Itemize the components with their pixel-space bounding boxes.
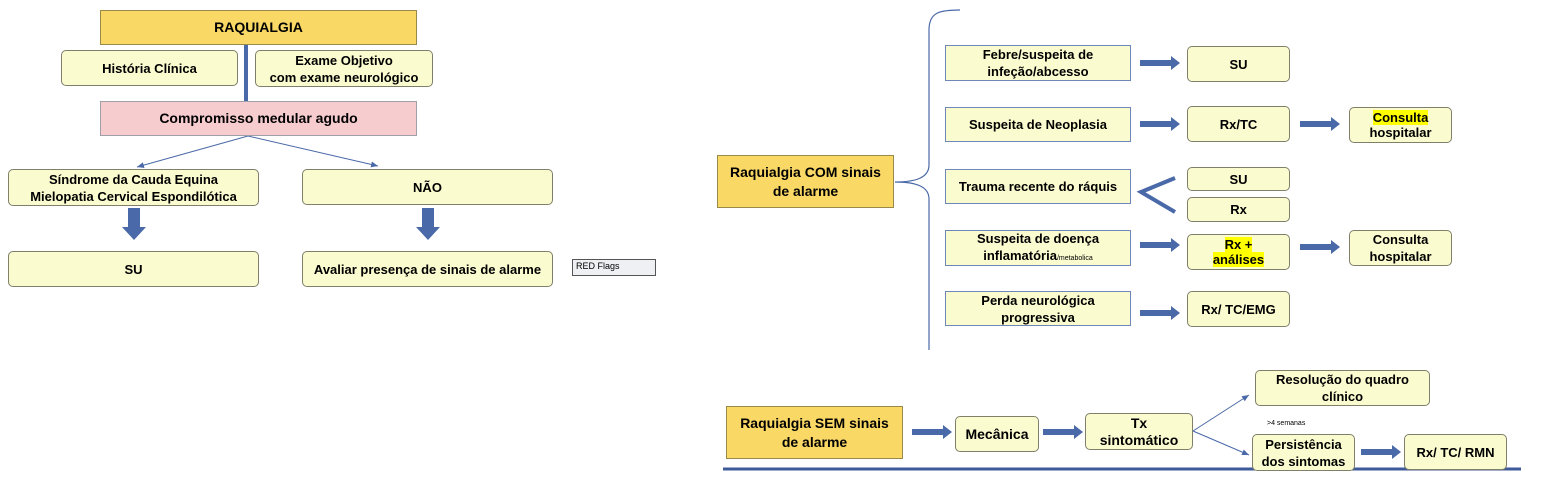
su-label: SU [124, 261, 143, 277]
split-arrow-left [136, 135, 249, 169]
arrow-inflam [1140, 238, 1180, 252]
persist-result-label: Rx/ TC/ RMN [1416, 444, 1495, 460]
arrow-febre [1140, 56, 1180, 70]
febre-line1: Febre/suspeita de [982, 47, 1094, 62]
brace [894, 9, 961, 350]
su-box: SU [8, 251, 259, 287]
sem-title-line2: de alarme [781, 433, 848, 450]
historia-clinica-label: História Clínica [102, 60, 197, 76]
resolucao-box: Resolução do quadro clínico [1255, 370, 1430, 406]
perda-line1: Perda neurológica [981, 292, 1095, 308]
perda-line2: progressiva [1001, 309, 1075, 325]
neoplasia-next-line1: Consulta [1372, 110, 1429, 125]
arrow-tx-resolucao [1192, 394, 1250, 432]
arrow-persist-result [1361, 445, 1401, 459]
nao-box: NÃO [302, 169, 553, 205]
persist-result-box: Rx/ TC/ RMN [1404, 434, 1507, 470]
avaliar-label: Avaliar presença de sinais de alarme [313, 261, 542, 277]
sem-title-line1: Raquialgia SEM sinais [740, 414, 889, 431]
trauma-result1-label: SU [1229, 171, 1248, 187]
trauma-box: Trauma recente do ráquis [945, 169, 1131, 204]
red-flags-tag: RED Flags [572, 259, 656, 276]
compromisso-label: Compromisso medular agudo [159, 110, 358, 126]
inflam-next-line1: Consulta [1372, 232, 1429, 247]
neoplasia-next-line2: hospitalar [1369, 125, 1432, 140]
trauma-label: Trauma recente do ráquis [958, 179, 1118, 194]
exame-objetivo-box: Exame Objetivo com exame neurológico [255, 50, 433, 87]
sindrome-line2: Mielopatia Cervical Espondilótica [30, 188, 237, 204]
sindrome-line1: Síndrome da Cauda Equina [48, 171, 219, 187]
neoplasia-next-box: Consulta hospitalar [1349, 107, 1452, 143]
exame-line1: Exame Objetivo [295, 52, 393, 68]
persist-line1: Persistência [1265, 436, 1342, 452]
arrow-perda [1140, 306, 1180, 320]
resolucao-line1: Resolução do quadro [1276, 372, 1409, 387]
perda-result-box: Rx/ TC/EMG [1187, 291, 1290, 327]
persist-box: Persistência dos sintomas [1252, 434, 1355, 471]
trauma-chevron [1136, 176, 1177, 214]
raquialgia-title: RAQUIALGIA [214, 19, 303, 35]
mecanica-box: Mecânica [955, 416, 1039, 452]
febre-line2: infeção/abcesso [987, 64, 1089, 79]
neoplasia-result-box: Rx/TC [1187, 106, 1290, 142]
sindrome-box: Síndrome da Cauda Equina Mielopatia Cerv… [8, 169, 259, 206]
down-arrow-left [122, 208, 146, 240]
com-title-line2: de alarme [772, 182, 839, 199]
com-sinais-box: Raquialgia COM sinais de alarme [717, 155, 894, 208]
inflam-box: Suspeita de doença inflamatória/metaboli… [945, 230, 1131, 266]
febre-result-label: SU [1229, 56, 1248, 72]
com-title-line1: Raquialgia COM sinais [730, 163, 881, 180]
inflam-line1: Suspeita de doença [976, 230, 1100, 246]
neoplasia-result-label: Rx/TC [1219, 116, 1258, 132]
sem-sinais-box: Raquialgia SEM sinais de alarme [726, 406, 903, 459]
inflam-next-line2: hospitalar [1369, 249, 1432, 264]
compromisso-box: Compromisso medular agudo [100, 101, 417, 136]
tx-line2: sintomático [1099, 431, 1179, 448]
red-flags-label: RED Flags [576, 261, 620, 271]
historia-clinica-box: História Clínica [61, 50, 238, 86]
inflam-result-box: Rx + análises [1187, 234, 1290, 270]
inflam-result-line2: análises [1212, 252, 1265, 267]
arrow-tx-persist [1192, 430, 1250, 456]
semanas-note: >4 semanas [1267, 420, 1306, 427]
neoplasia-box: Suspeita de Neoplasia [945, 107, 1131, 142]
perda-result-label: Rx/ TC/EMG [1201, 301, 1276, 317]
trauma-result2-box: Rx [1187, 197, 1290, 222]
neoplasia-label: Suspeita de Neoplasia [969, 117, 1107, 132]
inflam-small: /metabolica [1056, 254, 1093, 262]
raquialgia-title-box: RAQUIALGIA [100, 10, 417, 45]
resolucao-line2: clínico [1321, 389, 1364, 404]
tx-line1: Tx [1130, 414, 1148, 431]
trauma-result1-box: SU [1187, 167, 1290, 191]
arrow-neoplasia-next [1300, 117, 1340, 131]
trauma-result2-label: Rx [1230, 202, 1247, 217]
nao-label: NÃO [413, 179, 442, 195]
tx-box: Tx sintomático [1085, 413, 1193, 450]
febre-box: Febre/suspeita de infeção/abcesso [945, 45, 1131, 81]
arrow-neoplasia [1140, 117, 1180, 131]
exame-line2: com exame neurológico [269, 69, 419, 85]
inflam-next-box: Consulta hospitalar [1349, 230, 1452, 266]
arrow-inflam-next [1300, 240, 1340, 254]
split-arrow-right [247, 135, 379, 168]
inflam-result-line1: Rx + [1224, 237, 1253, 252]
inflam-line2: inflamatória [983, 247, 1057, 263]
febre-result-box: SU [1187, 46, 1290, 82]
down-arrow-right [416, 208, 440, 240]
persist-line2: dos sintomas [1261, 453, 1346, 469]
perda-box: Perda neurológica progressiva [945, 291, 1131, 326]
arrow-mecanica-tx [1043, 425, 1083, 439]
mecanica-label: Mecânica [965, 425, 1029, 442]
arrow-sem-mecanica [912, 425, 952, 439]
avaliar-box: Avaliar presença de sinais de alarme [302, 251, 553, 287]
